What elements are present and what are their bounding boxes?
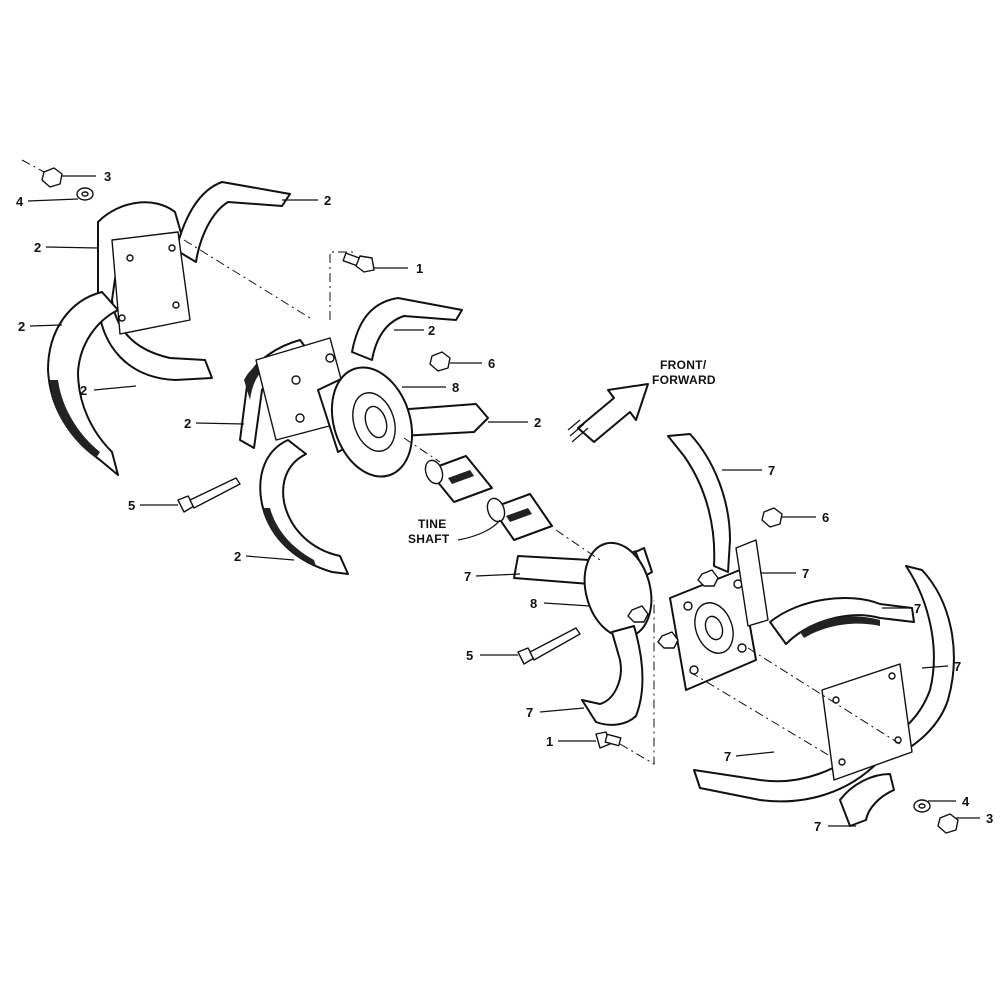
- alignment-center-lines: [21, 159, 901, 765]
- callout-2: 2: [184, 416, 191, 431]
- text-labels: FRONT/ FORWARD TINE SHAFT: [408, 358, 716, 546]
- front-forward-label-line1: FRONT/: [660, 358, 707, 372]
- tine-shaft-label-line1: TINE: [418, 517, 447, 531]
- right-tine-bracket: [735, 539, 769, 627]
- callout-2: 2: [428, 323, 435, 338]
- right-upper-tine: [667, 433, 731, 573]
- nut-6-right: [761, 507, 783, 528]
- callout-4-right: 4: [962, 794, 970, 809]
- left-outer-tine-top: [175, 181, 291, 263]
- right-outer-plate: [821, 663, 913, 781]
- callout-2: 2: [324, 193, 331, 208]
- nut-3-left: [41, 167, 63, 188]
- callout-6-left: 6: [488, 356, 495, 371]
- callout-7: 7: [724, 749, 731, 764]
- bolt-5-left: [177, 477, 241, 513]
- callout-2: 2: [80, 383, 87, 398]
- bolt-1-lower: [595, 731, 622, 749]
- right-tine-assembly: [513, 433, 959, 834]
- callout-numbers: 3 4 2 2 1 2 2 6 2 8 2 2 5 2 7 6 7 7 8 7 …: [16, 169, 993, 834]
- callout-2: 2: [534, 415, 541, 430]
- front-forward-label-line2: FORWARD: [652, 373, 716, 387]
- front-forward-arrow: [567, 383, 649, 443]
- callout-7: 7: [814, 819, 821, 834]
- callout-7: 7: [802, 566, 809, 581]
- callout-1-lower: 1: [546, 734, 553, 749]
- callout-2: 2: [34, 240, 41, 255]
- callout-2: 2: [234, 549, 241, 564]
- callout-7: 7: [914, 601, 921, 616]
- callout-8-right: 8: [530, 596, 537, 611]
- callout-2: 2: [18, 319, 25, 334]
- leader-lines: [27, 175, 980, 827]
- right-lower-tine: [581, 625, 644, 726]
- callout-8-left: 8: [452, 380, 459, 395]
- left-tine-assembly: [41, 167, 489, 575]
- callout-7: 7: [464, 569, 471, 584]
- tine-shaft-label-line2: SHAFT: [408, 532, 450, 546]
- callout-7: 7: [954, 659, 961, 674]
- right-outer-tine-d: [839, 773, 895, 827]
- callout-7: 7: [526, 705, 533, 720]
- callout-3-right: 3: [986, 811, 993, 826]
- callout-1-upper: 1: [416, 261, 423, 276]
- callout-5-right: 5: [466, 648, 473, 663]
- callout-6-right: 6: [822, 510, 829, 525]
- left-outer-tine-lower: [47, 291, 119, 476]
- nut-3-right: [937, 813, 959, 834]
- nut-6-left: [429, 351, 451, 372]
- callout-4-left: 4: [16, 194, 24, 209]
- callout-5-left: 5: [128, 498, 135, 513]
- callout-7: 7: [768, 463, 775, 478]
- bolt-5-right: [517, 627, 581, 665]
- left-inner-tine-lower: [259, 439, 349, 575]
- bolt-1-upper: [342, 252, 375, 273]
- callout-3-left: 3: [104, 169, 111, 184]
- left-inner-tine-top: [351, 297, 463, 361]
- tine-shaft: [424, 455, 553, 541]
